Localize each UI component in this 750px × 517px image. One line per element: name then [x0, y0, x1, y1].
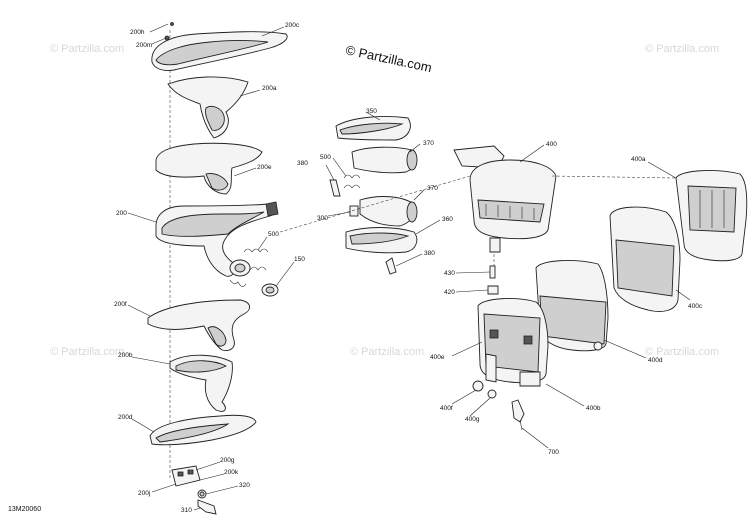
- part-300-bolt: [349, 205, 359, 217]
- callout-310: 310: [181, 507, 192, 514]
- callout-200e: 200e: [257, 164, 272, 171]
- callout-500-upper: 500: [320, 154, 331, 161]
- callout-430: 430: [444, 270, 455, 277]
- callout-200a: 200a: [262, 85, 277, 92]
- part-370-pipe-lower: [359, 196, 418, 227]
- diagram-code: 13M20060: [8, 506, 41, 513]
- part-700-sensor: [511, 399, 525, 431]
- watermark-5: © Partzilla.com: [645, 346, 719, 358]
- part-200-exhaust-pipe: [155, 201, 279, 287]
- part-500-spring-upper: [343, 174, 361, 189]
- callout-200h: 200h: [130, 29, 145, 36]
- callout-350: 350: [366, 108, 377, 115]
- callout-150: 150: [294, 256, 305, 263]
- callout-200: 200: [116, 210, 127, 217]
- callout-380-lower: 380: [424, 250, 435, 257]
- part-500-spring: [243, 248, 269, 271]
- part-380-clamp-upper: [329, 179, 341, 197]
- callout-200f: 200f: [114, 301, 127, 308]
- callout-200m: 200m: [136, 42, 152, 49]
- callout-420: 420: [444, 289, 455, 296]
- part-400-muffler: [453, 145, 557, 253]
- leader-lines: [127, 23, 691, 511]
- part-200d-bottom-shield: [149, 414, 257, 446]
- callout-700: 700: [548, 449, 559, 456]
- watermark-2: © Partzilla.com: [645, 43, 719, 55]
- alignment-line-2: [551, 175, 677, 179]
- part-430-bolt: [489, 265, 496, 279]
- part-400g-fastener: [487, 389, 497, 399]
- callout-400a: 400a: [631, 156, 646, 163]
- callout-200j: 200j: [138, 490, 150, 497]
- callout-400g: 400g: [465, 416, 480, 423]
- part-200b-shield: [169, 354, 233, 412]
- part-380-clamp-lower: [385, 257, 397, 275]
- part-400d-cover: [535, 260, 609, 352]
- callout-370-lower: 370: [427, 185, 438, 192]
- alignment-line-1: [279, 175, 471, 233]
- watermark-4: © Partzilla.com: [350, 346, 424, 358]
- callout-200d: 200d: [118, 414, 133, 421]
- part-200c-cover: [151, 22, 288, 71]
- callout-400c: 400c: [688, 303, 703, 310]
- watermark-3: © Partzilla.com: [50, 346, 124, 358]
- callout-200b: 200b: [118, 352, 133, 359]
- callout-360: 360: [442, 216, 453, 223]
- part-400c-cover: [609, 206, 681, 312]
- watermark-1: © Partzilla.com: [50, 43, 124, 55]
- part-150-ring: [261, 283, 279, 297]
- part-400a-heat-shield: [675, 170, 748, 262]
- callout-320: 320: [239, 482, 250, 489]
- callout-370-upper: 370: [423, 140, 434, 147]
- watermarks: © Partzilla.com © Partzilla.com © Partzi…: [50, 43, 719, 358]
- callout-200k: 200k: [224, 469, 239, 476]
- callout-200g: 200g: [220, 457, 235, 464]
- callout-400b: 400b: [586, 405, 601, 412]
- part-370-pipe-upper: [351, 146, 418, 174]
- callout-400f: 400f: [440, 405, 453, 412]
- part-200a-heat-shield: [167, 76, 249, 139]
- part-320-grommet: [197, 489, 207, 499]
- part-350-pipe: [335, 116, 411, 141]
- callout-400e: 400e: [430, 354, 445, 361]
- callout-400d: 400d: [648, 357, 663, 364]
- part-200e-shield: [155, 142, 263, 195]
- part-420-nut: [487, 285, 499, 295]
- brand-label: © Partzilla.com: [344, 42, 433, 75]
- part-200g-bracket: [171, 465, 201, 487]
- part-400b-muffler-assembly: [477, 298, 549, 387]
- callout-500-left: 500: [268, 231, 279, 238]
- callout-300: 300: [317, 215, 328, 222]
- callout-380-upper: 380: [297, 160, 308, 167]
- callout-400: 400: [546, 141, 557, 148]
- part-400f-fastener: [472, 380, 484, 392]
- callouts: 200h 200m 200c 200a 200e 200 500 150 200…: [114, 22, 703, 514]
- part-200f-shield: [147, 299, 250, 351]
- part-360-pipe: [345, 227, 418, 254]
- part-310-clamp: [197, 499, 217, 515]
- callout-200c: 200c: [285, 22, 300, 29]
